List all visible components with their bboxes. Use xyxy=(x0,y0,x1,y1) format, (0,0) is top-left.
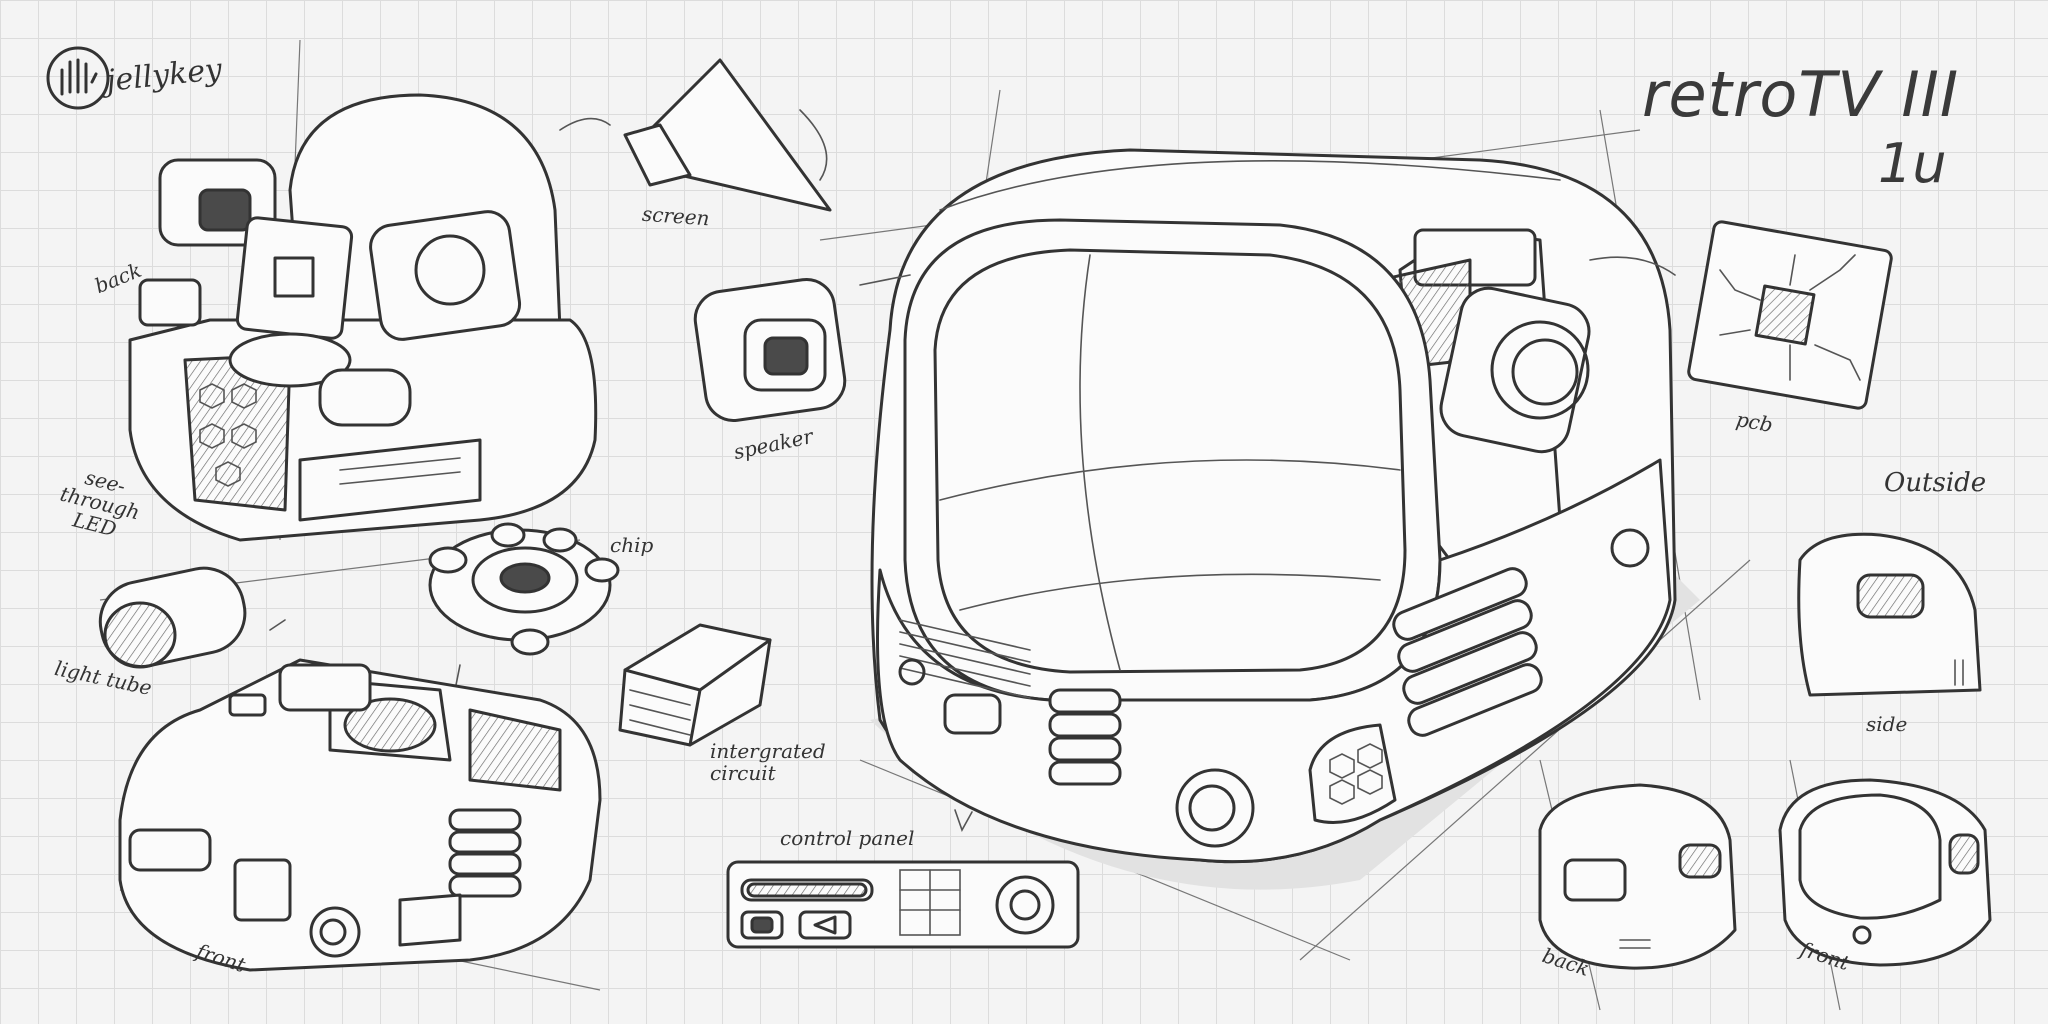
label-integrated-circuit: intergrated circuit xyxy=(710,739,826,785)
outside-side-view-sketch xyxy=(1797,532,1982,697)
jellykey-logo-icon xyxy=(46,46,110,110)
label-control-panel: control panel xyxy=(780,826,915,850)
front-view-sketch xyxy=(118,658,602,972)
outside-front-view-sketch xyxy=(1778,778,1992,967)
control-panel-sketch xyxy=(726,809,1080,949)
pcb-part-sketch xyxy=(1589,220,1893,410)
integrated-circuit-part-sketch xyxy=(618,623,772,747)
sheet-subtitle: 1u xyxy=(1878,132,1947,195)
chip-part-sketch xyxy=(428,522,620,691)
label-screen: screen xyxy=(641,201,711,231)
exploded-view-sketch xyxy=(128,93,598,542)
label-outside: Outside xyxy=(1884,468,1987,498)
screen-part-sketch xyxy=(559,58,832,212)
label-chip: chip xyxy=(610,533,654,557)
label-side: side xyxy=(1866,712,1908,736)
light-tube-part-sketch xyxy=(98,566,286,669)
sheet-title: retroTV III xyxy=(1642,58,1960,131)
speaker-part-sketch xyxy=(693,274,911,422)
outside-back-view-sketch xyxy=(1538,783,1737,970)
main-tv-sketch xyxy=(870,148,1700,890)
